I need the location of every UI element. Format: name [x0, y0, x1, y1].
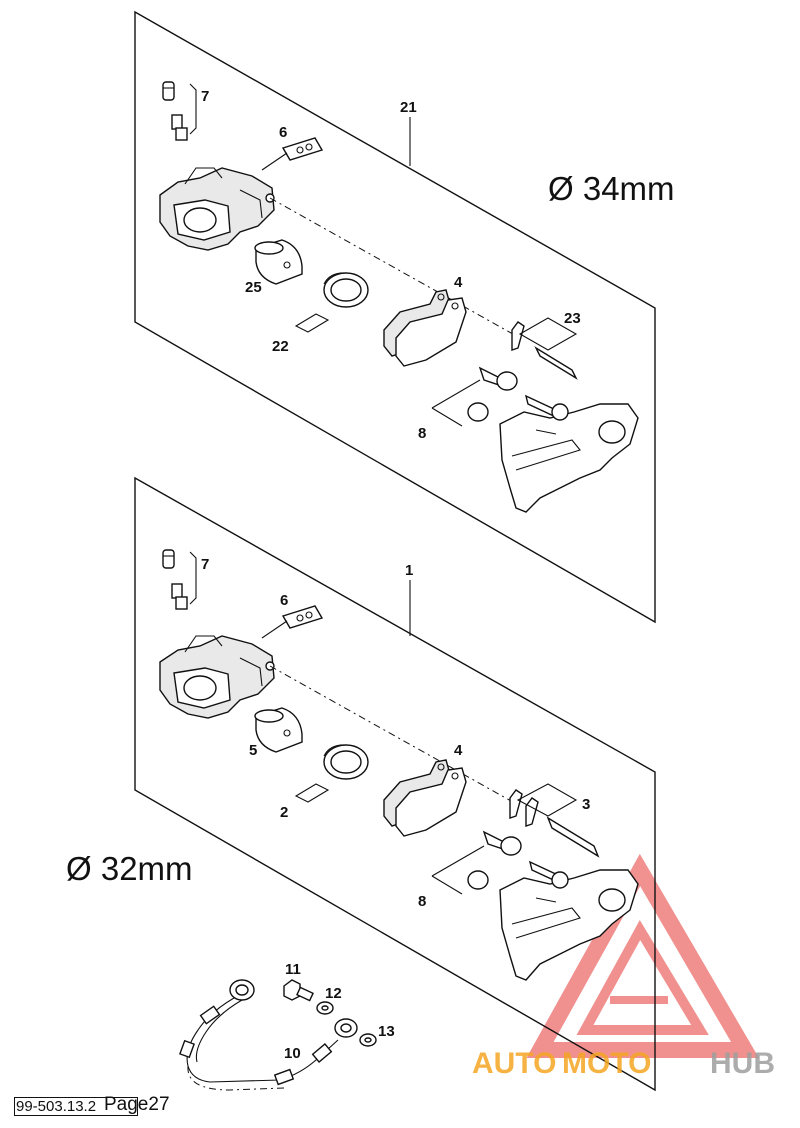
banjo-bolt: [283, 979, 314, 1002]
brake-pads: [383, 759, 467, 837]
callout-lower-bleeder: 7: [201, 556, 209, 573]
callout-lower-piston: 5: [249, 742, 257, 759]
piston: [254, 707, 303, 753]
watermark-moto: MOTO: [562, 1047, 651, 1080]
sealing-washer-b: [359, 1033, 377, 1047]
piston-seal: [294, 744, 369, 803]
watermark-logo: [526, 853, 759, 1058]
lower-panel: [134, 476, 656, 1092]
slider-bushings: [431, 366, 560, 427]
callout-washer-b: 13: [378, 1023, 395, 1040]
upper-panel: [134, 10, 656, 624]
hose-banjo-upper: [229, 979, 255, 1001]
callout-lower-pad-spring: 6: [280, 592, 288, 609]
piston-seal: [294, 272, 369, 333]
callout-hose: 10: [284, 1045, 301, 1062]
footer-code-box: [14, 1097, 138, 1116]
lower-diameter-label: Ø 32mm: [66, 850, 193, 887]
piston: [254, 239, 303, 285]
bleeder-valve: [171, 83, 197, 141]
callout-upper-assembly: 21: [400, 99, 417, 116]
callout-lower-seal: 2: [280, 804, 288, 821]
bleeder-cap: [162, 81, 175, 101]
watermark-hub: HUB: [710, 1047, 775, 1080]
pad-spring: [261, 605, 324, 639]
callout-upper-pin: 23: [564, 310, 581, 327]
callout-washer-a: 12: [325, 985, 342, 1002]
callout-lower-bushings: 8: [418, 893, 426, 910]
sealing-washer-a: [316, 1001, 334, 1015]
footer-code: 99-503.13.2: [16, 1098, 97, 1115]
watermark-auto: AUTO: [472, 1047, 556, 1080]
retaining-pin: [509, 783, 600, 858]
callout-upper-pads: 4: [454, 274, 463, 291]
retaining-pin: [511, 317, 578, 380]
upper-assembly: [134, 10, 656, 624]
watermark-wordmark: AUTO MOTO HUB: [472, 1047, 775, 1080]
caliper-body: [159, 167, 521, 339]
lower-assembly: [134, 476, 656, 1092]
callout-upper-seal: 22: [272, 338, 289, 355]
callout-lower-assembly: 1: [405, 562, 413, 579]
caliper-bracket: [499, 869, 639, 981]
pad-spring: [261, 137, 324, 171]
caliper-body: [159, 635, 521, 807]
callout-banjo-bolt: 11: [285, 961, 301, 978]
callout-upper-bushings: 8: [418, 425, 426, 442]
caliper-bracket: [499, 403, 639, 513]
slider-bushings: [431, 830, 564, 895]
bleeder-valve: [171, 551, 197, 610]
callout-upper-pad-spring: 6: [279, 124, 287, 141]
bleeder-cap: [162, 549, 175, 569]
callout-lower-pads: 4: [454, 742, 463, 759]
callout-lower-pin: 3: [582, 796, 590, 813]
hose-banjo-lower: [334, 1018, 358, 1038]
callout-upper-piston: 25: [245, 279, 262, 296]
brake-pads: [383, 289, 467, 367]
upper-diameter-label: Ø 34mm: [548, 170, 675, 207]
brake-hose-group: [179, 979, 377, 1091]
footer-page-label: Page27: [104, 1094, 170, 1115]
callout-upper-bleeder: 7: [201, 88, 209, 105]
